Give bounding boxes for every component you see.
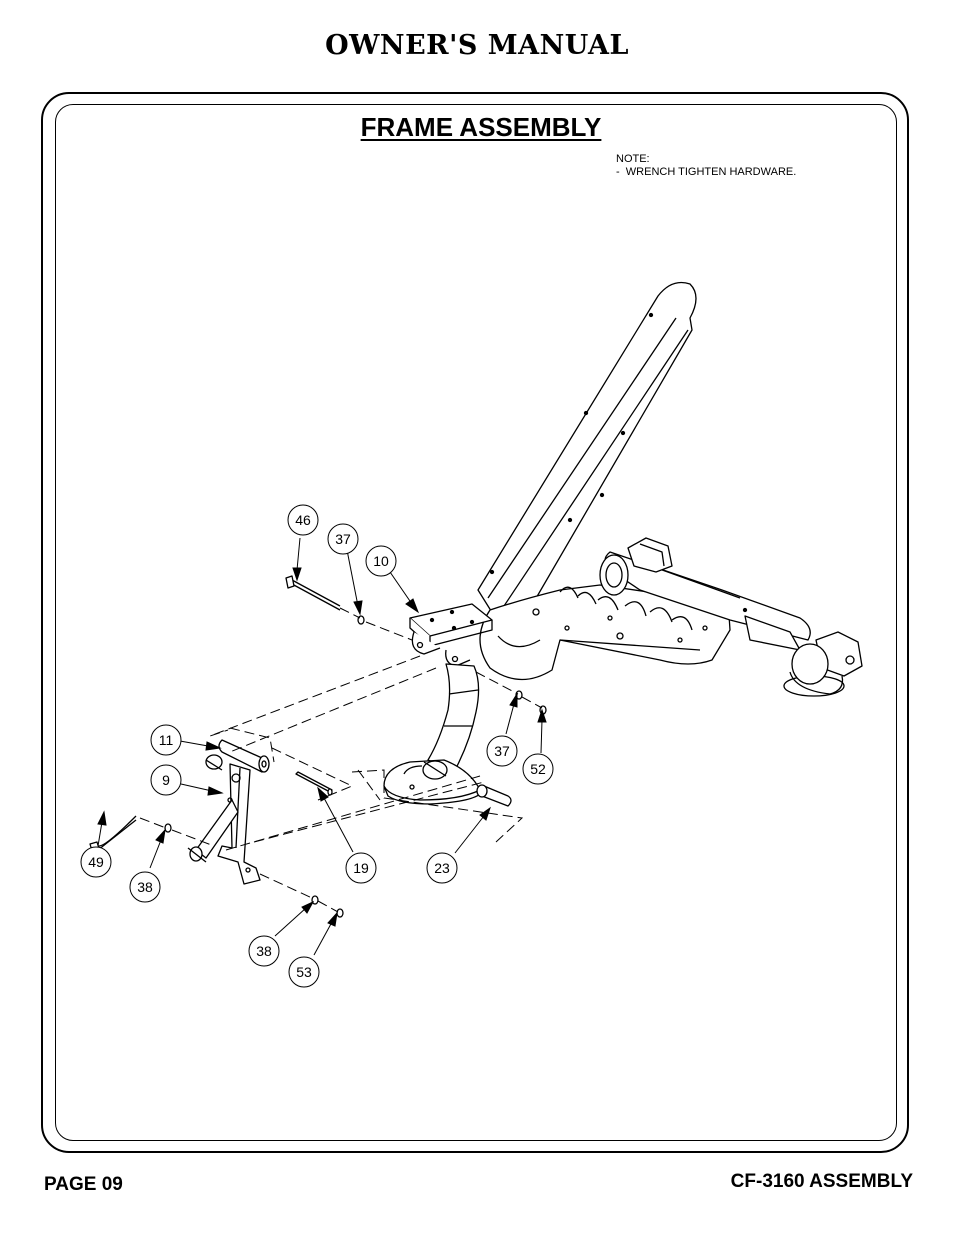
callout-label: 38 xyxy=(256,943,272,959)
callout-circle-19 xyxy=(345,852,377,884)
callout-label: 49 xyxy=(88,854,104,870)
callout-circle-38-bottom xyxy=(248,935,280,967)
page-border-outer xyxy=(41,92,909,1153)
callout-label: 46 xyxy=(295,512,311,528)
callout-circle-46 xyxy=(287,504,319,536)
callout-circle-38-left xyxy=(129,871,161,903)
callout-circle-23 xyxy=(426,852,458,884)
callout-circle-10 xyxy=(365,545,397,577)
page-border-inner xyxy=(55,104,897,1141)
bench-drawing xyxy=(89,281,863,918)
assembly-note: NOTE: - WRENCH TIGHTEN HARDWARE. xyxy=(616,153,796,179)
page-number: PAGE 09 xyxy=(44,1174,123,1195)
callout-label: 23 xyxy=(434,860,450,876)
callout-circle-9 xyxy=(150,764,182,796)
callout-label: 52 xyxy=(530,761,546,777)
alignment-lines xyxy=(139,607,543,913)
section-title: FRAME ASSEMBLY xyxy=(360,112,602,142)
pin-19 xyxy=(295,771,333,793)
callout-circle-52 xyxy=(522,753,554,785)
note-line: - WRENCH TIGHTEN HARDWARE. xyxy=(616,166,797,178)
callout-label: 37 xyxy=(335,531,351,547)
front-leg-9 xyxy=(217,763,261,885)
callout-circle-11 xyxy=(150,724,182,756)
callout-label: 11 xyxy=(159,732,174,748)
callout-label: 38 xyxy=(137,879,153,895)
callout-label: 19 xyxy=(353,860,369,876)
page-header-title: OWNER'S MANUAL xyxy=(325,30,629,61)
callout-circles xyxy=(80,504,554,988)
leader-arrows xyxy=(97,537,547,956)
bolt-46 xyxy=(291,579,341,607)
callout-label: 53 xyxy=(296,964,312,980)
callout-label: 37 xyxy=(494,743,510,759)
callout-label: 10 xyxy=(373,553,389,569)
callout-circle-37-right xyxy=(486,735,518,767)
callout-circle-49 xyxy=(80,846,112,878)
callout-circle-37-top xyxy=(327,523,359,555)
front-upright xyxy=(427,663,480,773)
rear-end-cap-left xyxy=(627,537,673,573)
callout-label: 9 xyxy=(162,772,170,788)
note-heading: NOTE: xyxy=(616,153,650,165)
main-frame xyxy=(479,584,731,681)
callout-circle-53 xyxy=(288,956,320,988)
model-assembly-label: CF-3160 ASSEMBLY xyxy=(730,1171,913,1192)
